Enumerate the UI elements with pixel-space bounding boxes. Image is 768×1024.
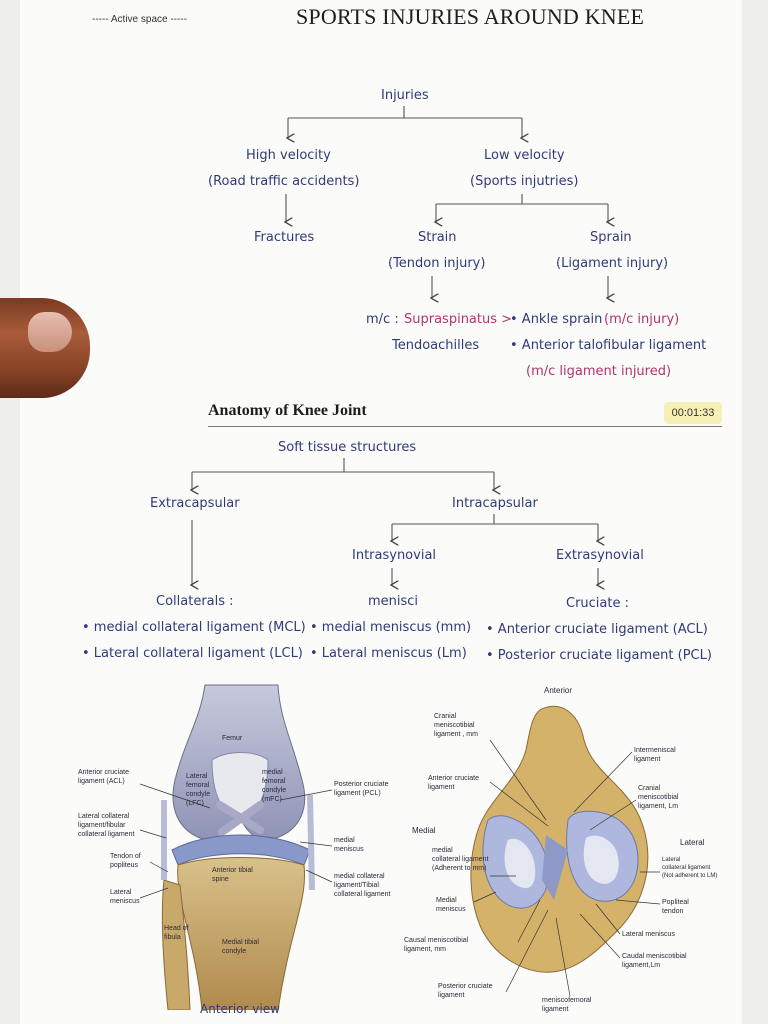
page-title: SPORTS INJURIES AROUND KNEE (296, 4, 645, 29)
strain-sub: (Tendon injury) (388, 256, 486, 271)
sprain: Sprain (590, 230, 632, 245)
meniscofemoral-label: meniscofemoral ligament (542, 997, 592, 1013)
medial-tibial-condyle-label: Medial tibial condyle (222, 939, 259, 955)
high-velocity: High velocity (246, 148, 331, 163)
menisci-heading: menisci (368, 594, 419, 609)
active-space-label: ----- Active space ----- (92, 14, 187, 25)
pcl-label-left: Posterior cruciate ligament (PCL) (334, 781, 389, 797)
intracapsular: Intracapsular (452, 496, 538, 511)
mfc-label: medial femoral condyle (mFC) (262, 769, 287, 803)
ankle-sprain: • Ankle sprain (510, 312, 603, 327)
atfl: • Anterior talofibular ligament (510, 338, 707, 353)
cranial-mm-label: Cranial meniscotibial ligament , mm (434, 713, 478, 738)
fractures: Fractures (254, 230, 315, 245)
section-rule (208, 426, 722, 427)
anterior-label: Anterior (544, 686, 573, 695)
intrasynovial: Intrasynovial (352, 548, 437, 563)
mm-label-left: medial meniscus (334, 837, 364, 853)
tendon-popliteus-label: Tendon of popliteus (110, 853, 141, 869)
atfl-note: (m/c ligament injured) (526, 364, 672, 379)
anterior-view-caption: Anterior view (200, 1002, 280, 1016)
intermeniscal-label: Intermeniscal ligament (634, 747, 676, 763)
knee-anterior-figure (161, 684, 315, 1010)
medial-label: Medial (412, 826, 436, 835)
medial-meniscus-label: Medial meniscus (436, 897, 466, 913)
high-velocity-sub: (Road traffic accidents) (208, 174, 360, 189)
soft-tissue-root: Soft tissue structures (278, 440, 417, 455)
pcl-item: • Posterior cruciate ligament (PCL) (486, 648, 712, 663)
pcl-label-right: Posterior cruciate ligament (438, 983, 493, 999)
lateral-cl-label: Lateral collateral ligament (Not adheren… (662, 857, 718, 879)
lm-item: • Lateral meniscus (Lm) (310, 646, 467, 661)
low-velocity-sub: (Sports injutries) (470, 174, 579, 189)
ankle-sprain-note: (m/c injury) (604, 312, 680, 327)
medial-cl-label: medial collateral ligament (Adherent to … (432, 847, 489, 872)
cruciate-heading: Cruciate : (566, 596, 629, 611)
mcl-item: • medial collateral ligament (MCL) (82, 620, 306, 635)
femur-label: Femur (222, 735, 243, 742)
caudal-mm-label: Causal meniscotibial ligament, mm (404, 937, 469, 953)
popliteal-tendon-label: Popliteal tendon (662, 899, 689, 915)
extrasynovial: Extrasynovial (556, 548, 644, 563)
thumb-photo (0, 298, 90, 398)
section-title: Anatomy of Knee Joint (208, 402, 367, 419)
mc-prefix: m/c : (366, 312, 399, 327)
acl-label-left: Anterior cruciate ligament (ACL) (78, 769, 129, 785)
lcl-label-left: Lateral collateral ligament/fibular coll… (78, 813, 135, 838)
lfc-label: Lateral femoral condyle (LFC) (186, 773, 211, 807)
collaterals-heading: Collaterals : (156, 594, 234, 609)
video-timestamp: 00:01:33 (664, 402, 722, 424)
lateral-label: Lateral (680, 838, 705, 847)
mc-supraspinatus: Supraspinatus > (404, 312, 513, 327)
tibial-plateau-figure (470, 705, 649, 973)
mm-item: • medial meniscus (mm) (310, 620, 472, 635)
acl-label-right: Anterior cruciate ligament (428, 775, 479, 791)
sprain-sub: (Ligament injury) (556, 256, 669, 271)
caudal-lm-label: Caudal meniscotibial ligament,Lm (622, 953, 687, 969)
low-velocity: Low velocity (484, 148, 565, 163)
lm-label-left: Lateral meniscus (110, 889, 140, 905)
lcl-item: • Lateral collateral ligament (LCL) (82, 646, 303, 661)
tibial-spine-label: Anterior tibial spine (212, 867, 253, 883)
injuries-root: Injuries (381, 88, 429, 103)
extracapsular: Extracapsular (150, 496, 240, 511)
thumbnail-nail (28, 312, 72, 352)
acl-item: • Anterior cruciate ligament (ACL) (486, 622, 708, 637)
strain: Strain (418, 230, 457, 245)
mcl-label-left: medial collateral ligament/Tibial collat… (334, 873, 391, 898)
tendoachilles: Tendoachilles (392, 338, 480, 353)
cranial-lm-label: Cranial meniscotibial ligament, Lm (638, 785, 679, 810)
fibula-head-label: Head of fibula (164, 925, 189, 941)
lateral-meniscus-label: Lateral meniscus (622, 931, 675, 938)
